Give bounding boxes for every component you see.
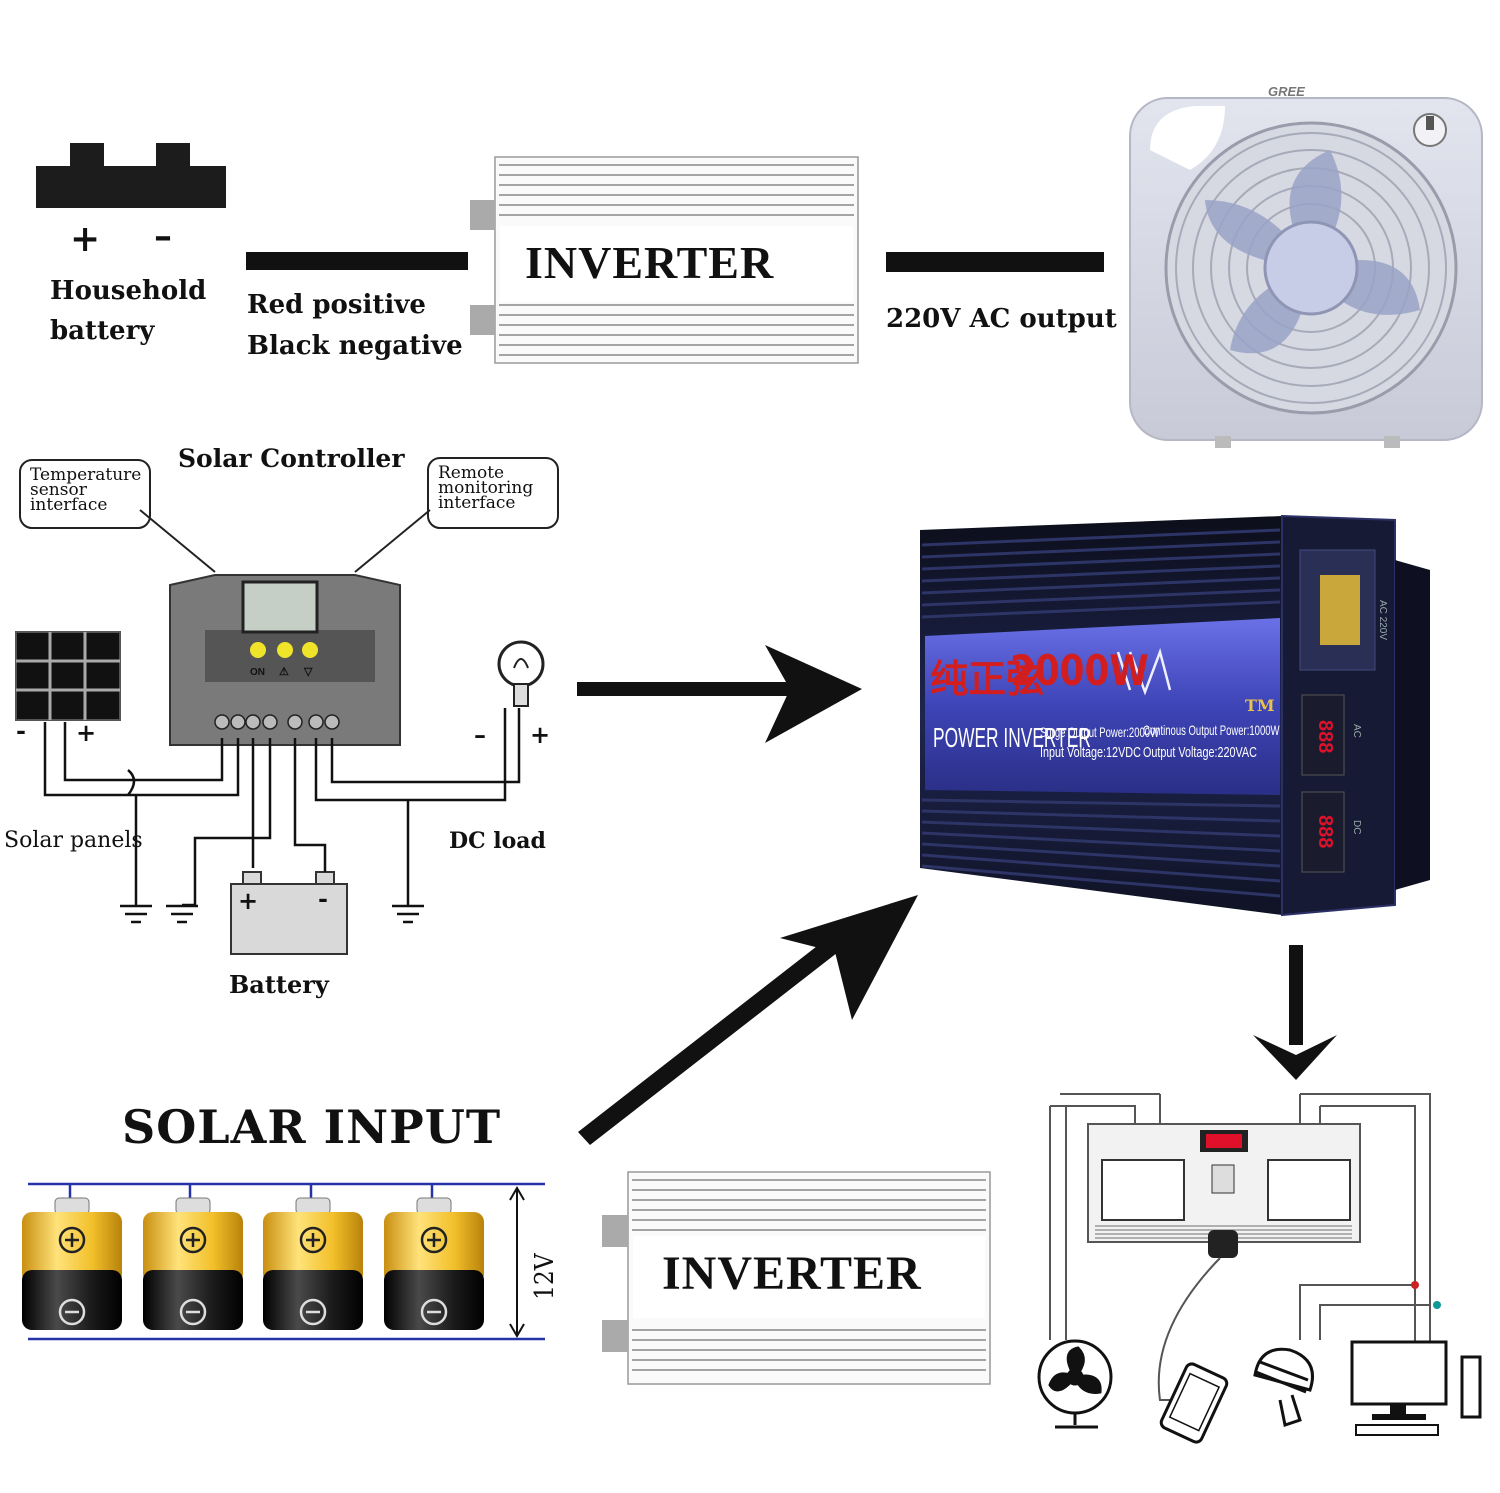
side-label-dc: DC [1351,820,1362,835]
computer-monitor-icon [1350,1340,1482,1436]
wire-label-red: Red positive [247,290,426,320]
output-wire [886,252,1104,272]
fan-icon [1037,1339,1113,1429]
solar-controller-icon [169,574,401,746]
inverter-bottom-icon [602,1171,991,1385]
temperature-callout-text: Temperature sensor interface [30,465,142,515]
dc-load-label: DC load [449,828,546,854]
fan-brand-label: GREE [1268,84,1305,99]
arrow-down [1253,945,1337,1080]
battery-cell-icon [143,1197,243,1330]
lcd-display-ac: 888 [1314,720,1336,754]
voltage-label: 12V [530,1253,560,1300]
box-fan-icon [1129,97,1483,448]
solar-input-label: SOLAR INPUT [122,1100,502,1154]
callout-bubble-right [354,457,559,573]
solar-panels-label: Solar panels [4,828,143,853]
cfl-bulb-icon [1253,1347,1314,1427]
power-inverter-product [920,514,1430,917]
controller-wiring [43,708,521,905]
light-bulb-icon [497,640,545,707]
input-voltage-text: Input Voltage:12VDC [1040,744,1141,761]
junction-dot [1411,1281,1419,1289]
power-rating-label: 2000W [1010,646,1149,695]
battery-cell-icon [22,1197,122,1330]
arrow-right [577,645,862,743]
ctrl-battery-minus: - [318,884,328,913]
battery-cell-icon [384,1197,484,1330]
button-label-2: ⚠ [279,666,289,678]
remote-callout-text: Remote monitoring interface [438,463,534,513]
junction-dot [1433,1301,1441,1309]
continuous-output-text: Continous Output Power:1000W [1143,722,1280,738]
appliance-wiring [1049,1093,1431,1401]
battery-wire [246,252,468,270]
tm-mark: TM [1245,696,1275,715]
ac-output-label: 220V AC output [886,304,1117,334]
load-plus-label: + [530,720,551,749]
battery-bank-wiring [28,1182,545,1341]
side-voltage-label: AC 220V [1377,600,1388,641]
controller-battery-icon [230,871,348,955]
phone-icon [1159,1362,1229,1444]
button-label-1: ON [250,667,265,678]
household-battery-label-1: Household [50,276,207,306]
inverter-label-bottom: INVERTER [662,1247,922,1300]
ground-icon [120,903,424,924]
voltage-dimension-line [509,1186,525,1338]
output-voltage-text: Output Voltage:220VAC [1143,744,1257,761]
battery-minus-label: – [154,215,172,257]
button-label-3: ▽ [304,666,313,678]
chinese-label: 纯正弦 [930,657,1045,701]
ctrl-battery-plus: + [238,886,259,915]
inverter-top-icon [470,156,859,364]
arrow-diagonal [578,895,918,1145]
battery-label: Battery [229,970,329,999]
lcd-display-dc: 888 [1314,815,1336,849]
household-battery-label-2: battery [50,316,155,346]
callout-bubble-left [19,459,216,573]
power-inverter-text: POWER INVERTER [933,722,1091,753]
side-label-ac: AC [1351,724,1362,738]
battery-cell-icon [263,1197,363,1330]
solar-controller-title: Solar Controller [178,444,405,473]
load-minus-label: – [474,720,486,749]
inverter-label-top: INVERTER [525,237,775,288]
household-battery-icon [36,143,226,208]
solar-panel-icon [15,631,121,721]
panel-plus-label: + [76,718,97,747]
panel-minus-label: - [16,716,26,745]
surge-output-text: Surge Output Power:2000W [1040,724,1160,740]
appliance-inverter-schematic [1087,1123,1361,1258]
battery-plus-label: + [70,218,101,260]
wire-label-black: Black negative [247,331,463,361]
